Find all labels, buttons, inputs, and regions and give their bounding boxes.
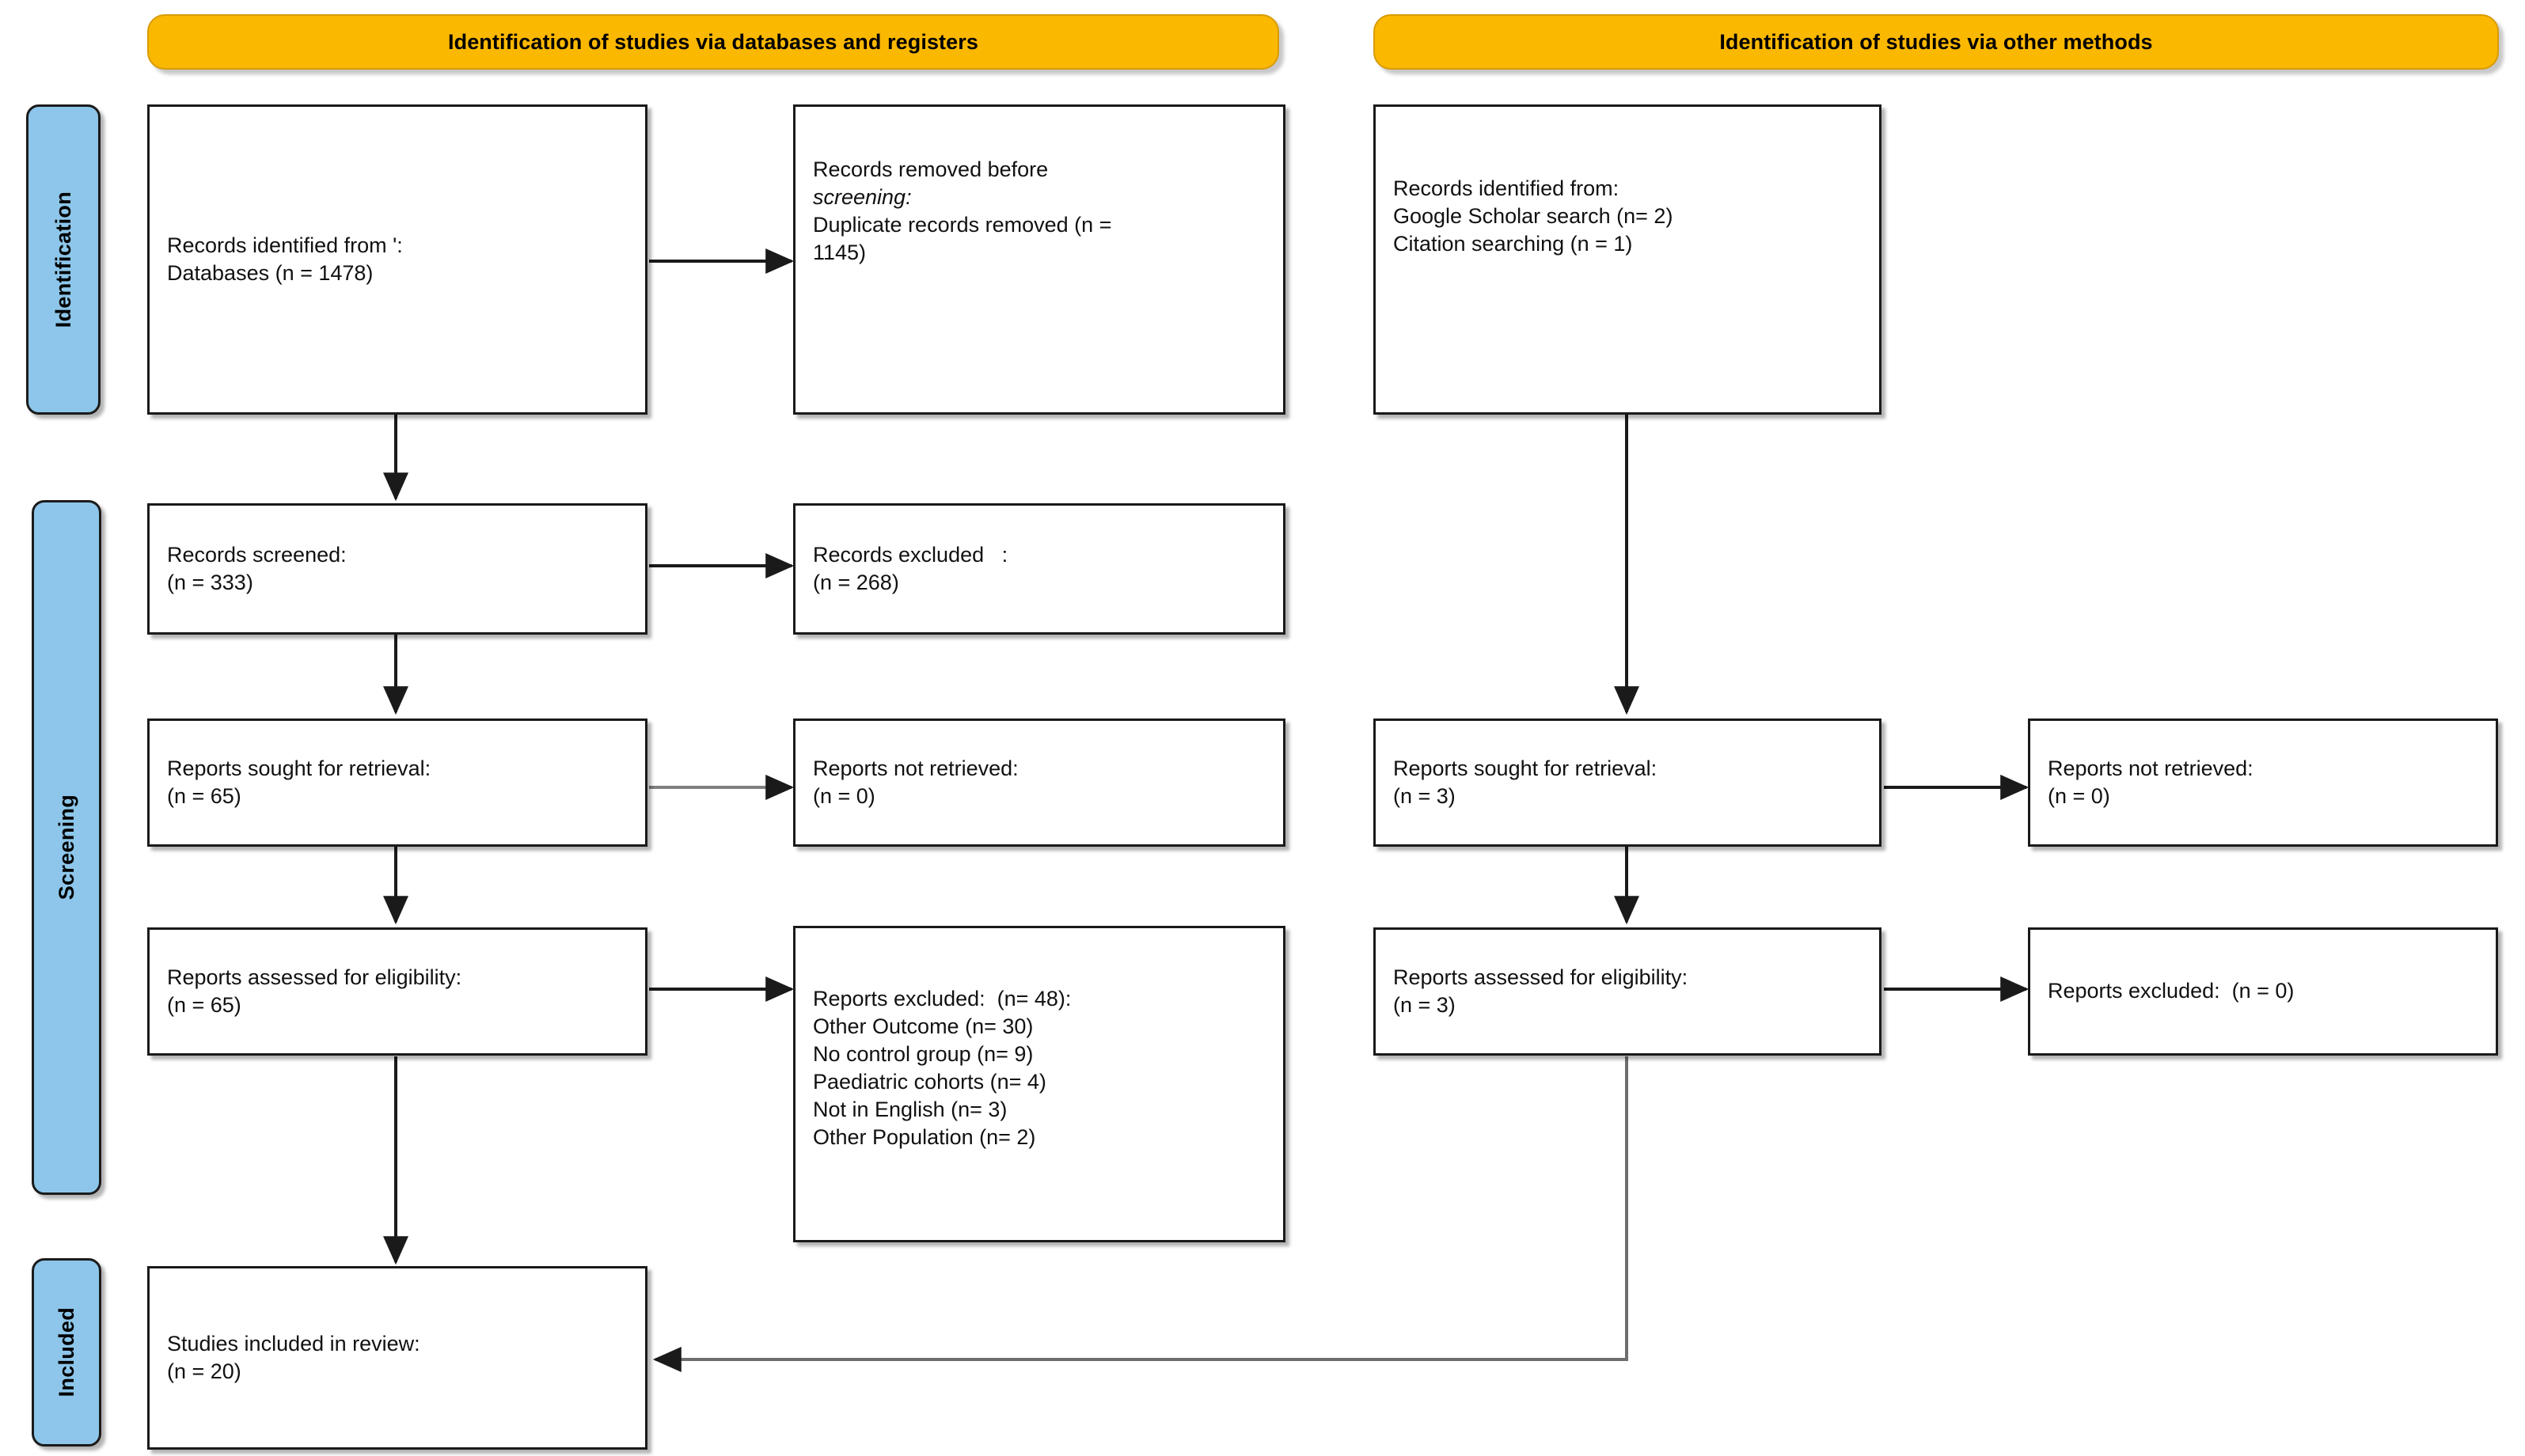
- box-reports-excluded: Reports excluded: (n= 48): Other Outcome…: [793, 926, 1285, 1242]
- line: Not in English (n= 3): [813, 1098, 1008, 1122]
- phase-tab-included: Included: [32, 1258, 101, 1447]
- line: Databases (n = 1478): [167, 261, 374, 285]
- line: Records identified from ':: [167, 233, 403, 257]
- box-other-reports-not-retrieved: Reports not retrieved: (n = 0): [2028, 719, 2498, 847]
- line: (n = 3): [1393, 784, 1456, 808]
- box-reports-assessed: Reports assessed for eligibility: (n = 6…: [147, 927, 647, 1056]
- line: Reports assessed for eligibility:: [167, 965, 462, 989]
- line: 1145): [813, 241, 867, 265]
- line: (n = 65): [167, 993, 241, 1017]
- box-records-removed: Records removed before screening: Duplic…: [793, 104, 1285, 415]
- line: Reports not retrieved:: [813, 756, 1019, 780]
- box-records-excluded: Records excluded : (n = 268): [793, 503, 1285, 635]
- line: Reports assessed for eligibility:: [1393, 965, 1688, 989]
- line: Citation searching (n = 1): [1393, 232, 1633, 256]
- box-other-reports-excluded: Reports excluded: (n = 0): [2028, 927, 2498, 1056]
- phase-tab-identification: Identification: [26, 104, 101, 415]
- line: Reports sought for retrieval:: [1393, 756, 1657, 780]
- line: Duplicate records removed (n =: [813, 213, 1112, 237]
- line: Reports sought for retrieval:: [167, 756, 431, 780]
- line: (n = 0): [813, 784, 875, 808]
- line: Records screened:: [167, 542, 347, 567]
- line: Other Outcome (n= 30): [813, 1014, 1034, 1039]
- box-studies-included: Studies included in review: (n = 20): [147, 1266, 647, 1450]
- line: Google Scholar search (n= 2): [1393, 204, 1673, 229]
- line: Paediatric cohorts (n= 4): [813, 1070, 1046, 1094]
- line: Other Population (n= 2): [813, 1125, 1036, 1150]
- phase-screening-label: Screening: [54, 794, 78, 901]
- line: (n = 268): [813, 571, 899, 594]
- box-records-screened: Records screened: (n = 333): [147, 503, 647, 635]
- banner-databases-and-registers: Identification of studies via databases …: [147, 14, 1279, 70]
- box-other-records-identified: Records identified from: Google Scholar …: [1373, 104, 1881, 415]
- line: (n = 65): [167, 784, 241, 808]
- line: (n = 3): [1393, 993, 1456, 1017]
- box-reports-sought: Reports sought for retrieval: (n = 65): [147, 719, 647, 847]
- line: Records identified from:: [1393, 176, 1619, 200]
- line: Studies included in review:: [167, 1331, 420, 1356]
- line: Records removed before: [813, 157, 1049, 181]
- phase-tab-screening: Screening: [32, 500, 101, 1195]
- banner-other-methods-label: Identification of studies via other meth…: [1719, 29, 2153, 54]
- line: (n = 333): [167, 571, 253, 594]
- banner-databases-label: Identification of studies via databases …: [448, 29, 978, 54]
- box-other-reports-sought: Reports sought for retrieval: (n = 3): [1373, 719, 1881, 847]
- box-reports-not-retrieved: Reports not retrieved: (n = 0): [793, 719, 1285, 847]
- banner-other-methods: Identification of studies via other meth…: [1373, 14, 2499, 70]
- line: Records excluded :: [813, 542, 1008, 567]
- line: Reports excluded: (n= 48):: [813, 987, 1072, 1010]
- box-other-reports-assessed: Reports assessed for eligibility: (n = 3…: [1373, 927, 1881, 1056]
- phase-identification-label: Identification: [51, 191, 75, 328]
- line: Reports not retrieved:: [2048, 756, 2254, 780]
- line: (n = 0): [2048, 784, 2110, 808]
- line: No control group (n= 9): [813, 1042, 1034, 1067]
- line: (n = 20): [167, 1359, 241, 1383]
- line: Reports excluded: (n = 0): [2048, 979, 2295, 1003]
- phase-included-label: Included: [54, 1307, 78, 1397]
- box-records-identified: Records identified from ': Databases (n …: [147, 104, 647, 415]
- line: screening:: [813, 185, 912, 210]
